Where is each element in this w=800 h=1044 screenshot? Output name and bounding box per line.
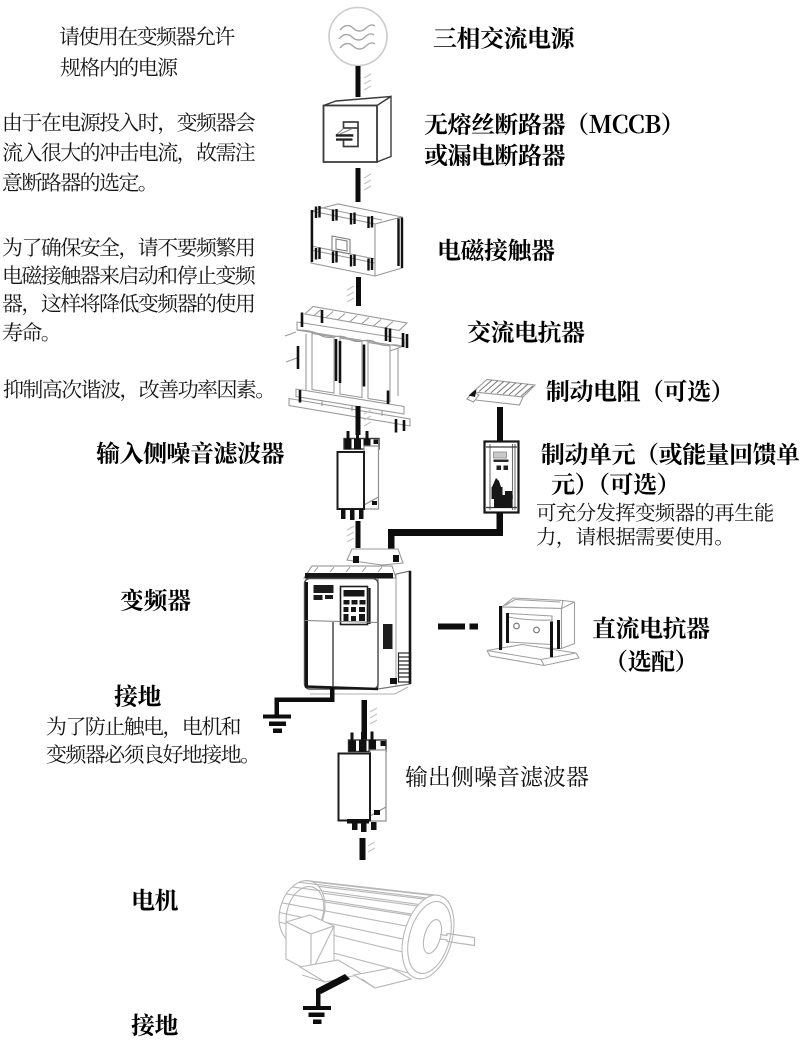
wire-mccb-to-contactor bbox=[355, 168, 372, 202]
note-breaker-line3: 意断路器的选定。 bbox=[2, 167, 159, 197]
wire-resistor-to-brake-unit bbox=[497, 407, 503, 442]
label-mccb-line1: 无熔丝断路器（MCCB） bbox=[424, 105, 685, 140]
note-contactor-line3: 器，这样将降低变频器的使用 bbox=[2, 288, 256, 318]
ac-reactor-icon bbox=[284, 305, 411, 433]
label-inverter: 变频器 bbox=[120, 581, 191, 616]
brake-unit-icon bbox=[483, 440, 520, 514]
wire-output-filter-to-motor bbox=[359, 838, 376, 860]
note-harmonics: 抑制高次谐波，改善功率因素。 bbox=[3, 374, 276, 404]
wire-inverter-to-dc-reactor bbox=[438, 623, 478, 630]
wire-reactor-to-input-filter bbox=[355, 406, 372, 435]
power-source-icon bbox=[328, 6, 388, 67]
label-ground-top: 接地 bbox=[114, 677, 162, 712]
label-contactor: 电磁接触器 bbox=[437, 231, 555, 266]
contactor-icon bbox=[310, 203, 404, 277]
label-mccb-line2: 或漏电断路器 bbox=[424, 136, 566, 171]
note-breaker-line1: 由于在电源投入时，变频器会 bbox=[2, 107, 256, 137]
wire-contactor-to-reactor bbox=[346, 277, 361, 306]
wire-brake-unit-to-inverter bbox=[388, 512, 503, 549]
label-dc-reactor-line1: 直流电抗器 bbox=[592, 609, 710, 644]
mccb-icon bbox=[322, 95, 392, 164]
wire-inverter-to-output-filter bbox=[361, 700, 378, 740]
note-breaker-line2: 流入很大的冲击电流，故需注 bbox=[2, 137, 256, 167]
note-braking-line2: 力，请根据需要使用。 bbox=[536, 520, 735, 550]
note-contactor-line2: 电磁接触器来启动和停止变频 bbox=[2, 260, 256, 290]
label-brake-resistor: 制动电阻（可选） bbox=[546, 372, 735, 407]
label-dc-reactor-line2: （选配） bbox=[604, 642, 699, 677]
output-filter-icon bbox=[337, 731, 387, 832]
note-power-line2: 规格内的电源 bbox=[60, 52, 178, 82]
wire-source-to-mccb bbox=[355, 66, 372, 97]
label-motor: 电机 bbox=[131, 881, 179, 916]
label-power: 三相交流电源 bbox=[433, 19, 575, 54]
input-filter-icon bbox=[336, 431, 380, 520]
motor-icon bbox=[278, 880, 476, 989]
note-contactor-line1: 为了确保安全，请不要频繁用 bbox=[2, 232, 256, 262]
inverter-ground-icon bbox=[263, 687, 335, 733]
motor-ground-icon bbox=[303, 974, 350, 1024]
label-brake-unit-line1: 制动单元（或能量回馈单 bbox=[541, 435, 800, 470]
label-output-filter: 输出侧噪音滤波器 bbox=[405, 759, 589, 792]
inverter-icon bbox=[303, 548, 412, 695]
label-brake-unit-line2: 元）（可选） bbox=[551, 465, 681, 500]
label-input-filter: 输入侧噪音滤波器 bbox=[96, 434, 285, 469]
note-grounding-line1: 为了防止触电，电机和 bbox=[46, 711, 242, 741]
note-grounding-line2: 变频器必须良好地接地。 bbox=[46, 739, 261, 769]
note-braking-line1: 可充分发挥变频器的再生能 bbox=[536, 496, 774, 526]
note-contactor-line4: 寿命。 bbox=[2, 317, 62, 347]
label-ac-reactor: 交流电抗器 bbox=[467, 313, 585, 348]
dc-reactor-icon bbox=[486, 597, 580, 667]
note-power-line1: 请使用在变频器允许 bbox=[59, 21, 235, 51]
label-ground-bottom: 接地 bbox=[131, 1006, 179, 1041]
brake-resistor-icon bbox=[465, 378, 537, 406]
wire-input-filter-to-inverter bbox=[346, 521, 361, 548]
